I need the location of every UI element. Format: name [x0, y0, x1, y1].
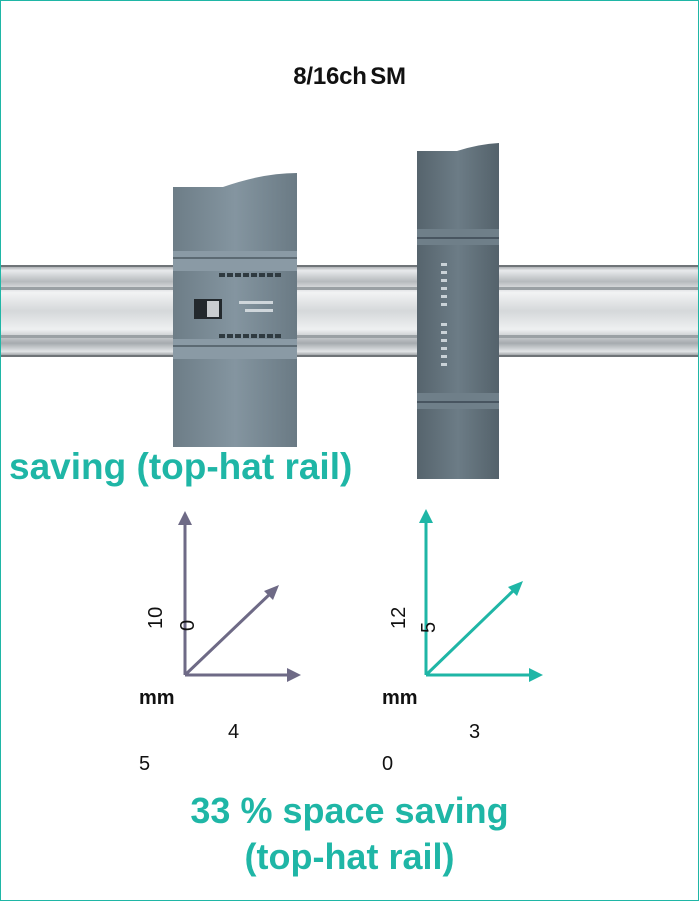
right-height-label-2: 5	[418, 621, 440, 633]
left-dimension-arrows	[183, 523, 291, 677]
right-width-digit-1: 3	[469, 721, 481, 743]
left-height-label-2: 0	[177, 619, 199, 631]
background-caption: saving (top-hat rail)	[9, 446, 353, 487]
left-arrowheads	[178, 511, 301, 682]
right-dimension-arrows	[424, 521, 533, 677]
right-height-label-1: 12	[388, 606, 410, 629]
page-title: 8/16ch SM	[293, 63, 406, 90]
right-unit-label: mm	[382, 687, 418, 709]
left-signal-module	[173, 173, 297, 447]
top-hat-rail	[1, 265, 698, 357]
right-arrowheads	[419, 509, 543, 682]
caption-line-1: 33 % space saving	[190, 790, 509, 831]
left-unit-label: mm	[139, 687, 175, 709]
space-saving-caption: 33 % space saving (top-hat rail)	[1, 791, 698, 876]
right-width-digit-2: 0	[382, 753, 394, 775]
left-height-label-1: 10	[145, 606, 167, 629]
caption-line-2: (top-hat rail)	[244, 835, 455, 877]
right-signal-module	[417, 143, 499, 479]
left-width-digit-2: 5	[139, 753, 151, 775]
left-width-digit-1: 4	[228, 721, 240, 743]
